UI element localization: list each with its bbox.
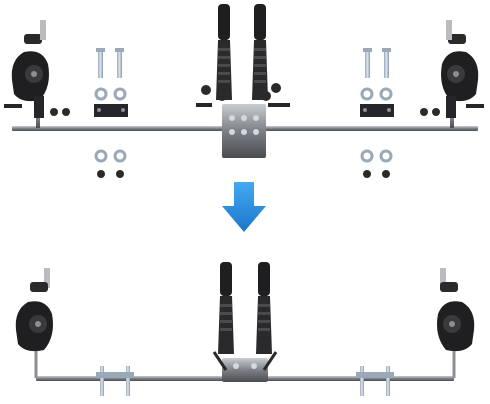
- assembled-right-retractor: [437, 268, 475, 352]
- hardware-left: [4, 48, 128, 178]
- arrow-down-icon: [222, 182, 266, 232]
- kit-assembled: [15, 262, 475, 396]
- assembled-center-buckles: [212, 262, 278, 382]
- center-buckles: [196, 4, 290, 158]
- left-retractor: [11, 20, 49, 118]
- kit-parts-disassembled: [4, 4, 484, 178]
- assembled-bolts: [96, 366, 394, 396]
- hardware-right: [360, 48, 484, 178]
- assembled-left-retractor: [15, 268, 53, 352]
- right-retractor: [441, 20, 479, 118]
